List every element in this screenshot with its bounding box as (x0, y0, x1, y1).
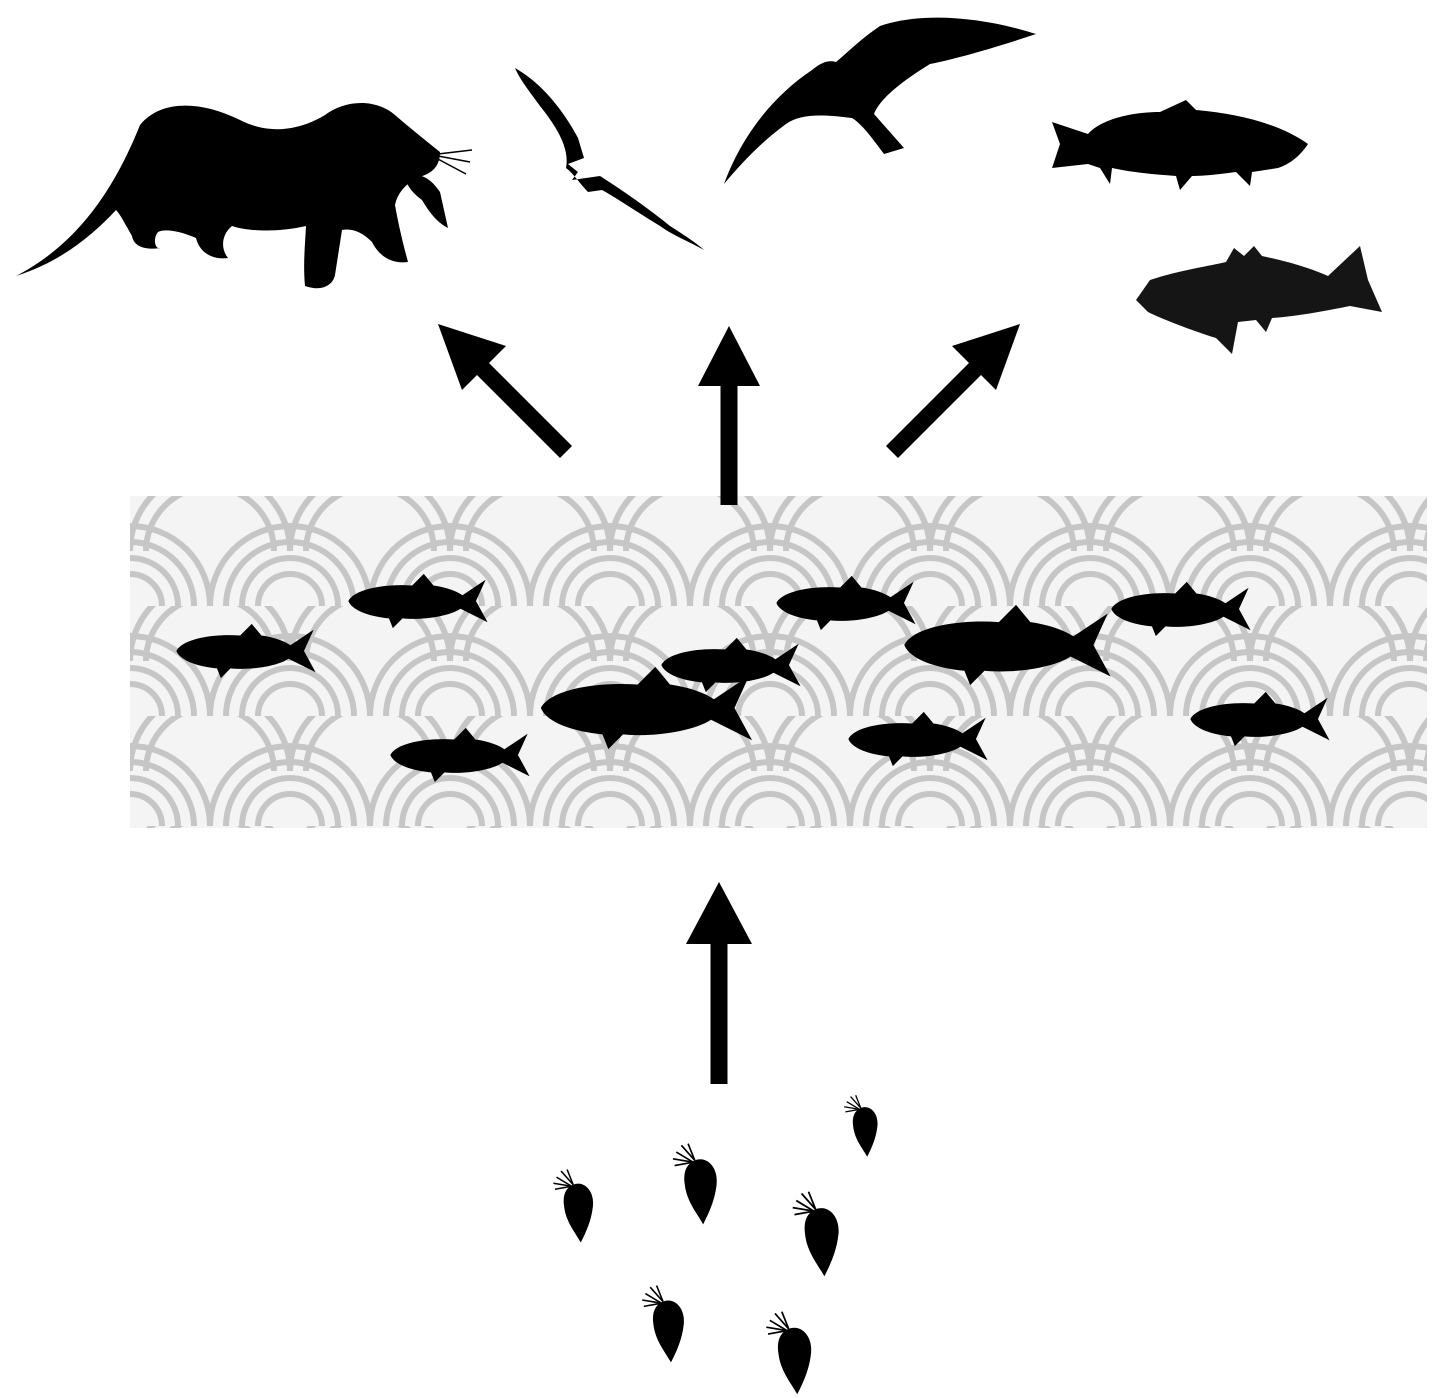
zooplankton-icon (673, 1144, 717, 1225)
otter-with-fish-icon (16, 103, 472, 288)
arrow-zooplankton-to-fish (686, 882, 752, 1084)
zooplankton-icon (553, 1170, 593, 1243)
walleye-icon (1136, 246, 1382, 354)
trout-icon (1052, 100, 1308, 190)
zooplankton-icon (844, 1095, 877, 1156)
arrow-to-otter (438, 324, 566, 452)
gull-icon (724, 18, 1036, 184)
arrow-to-trout (892, 324, 1020, 452)
zooplankton-cluster (553, 1095, 877, 1394)
arrow-to-eagle (698, 326, 760, 505)
eagle-icon (515, 68, 704, 250)
zooplankton-icon (766, 1312, 811, 1395)
zooplankton-icon (793, 1192, 839, 1276)
zooplankton-icon (642, 1286, 684, 1363)
